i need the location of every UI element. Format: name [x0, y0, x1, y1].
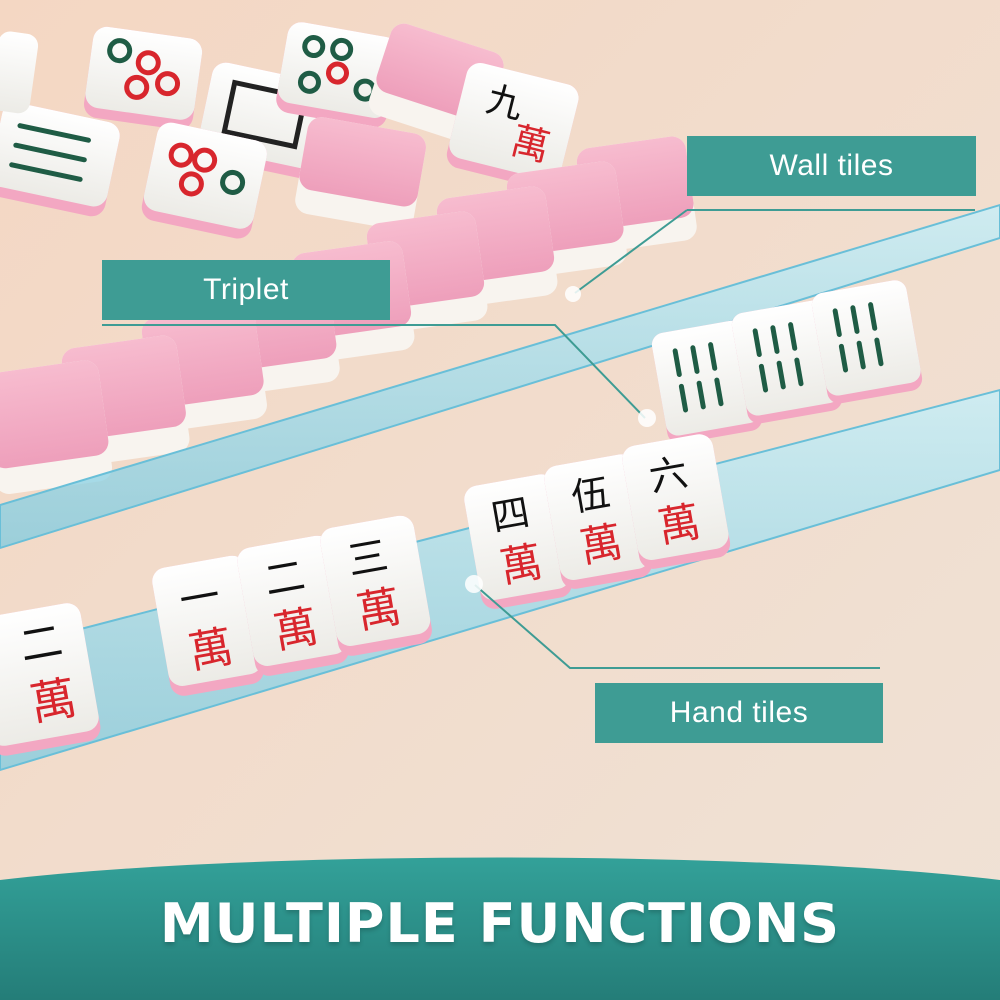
loose-tile-circles-5b — [276, 22, 399, 128]
loose-tile-circles-4 — [141, 122, 267, 239]
tile-char: 萬 — [496, 537, 546, 593]
callout-leaders — [102, 209, 975, 669]
tile-char: 四 — [488, 490, 533, 540]
tile-char: 萬 — [654, 497, 704, 553]
tile-char: 伍 — [568, 470, 613, 520]
triplet-label: Triplet — [203, 273, 289, 306]
loose-tile-pink-back — [295, 117, 426, 231]
tile-char: 萬 — [576, 517, 626, 573]
loose-tile-top-left — [0, 31, 39, 114]
loose-tile-circles-5 — [84, 26, 203, 130]
upper-rack — [0, 203, 1000, 550]
triplet-tiles — [651, 280, 923, 444]
tile-char: 萬 — [26, 670, 81, 731]
tile-char: 三 — [344, 533, 391, 585]
tile-char: 萬 — [270, 601, 322, 659]
tile-char: 萬 — [353, 581, 405, 639]
banner-band — [0, 857, 1000, 1000]
loose-tile-bamboo — [0, 102, 120, 217]
hand-tiles: 二 萬 一 萬 二 萬 三 萬 四 萬 — [0, 434, 731, 756]
tile-char: 二 — [16, 616, 66, 672]
tile-char: 二 — [261, 553, 308, 605]
hand-tiles-label: Hand tiles — [669, 696, 809, 729]
callout-dots — [465, 286, 656, 593]
loose-tiles: 九 萬 — [0, 22, 579, 239]
triplet-callout: Triplet — [102, 260, 390, 320]
wall-tiles-callout: Wall tiles — [687, 136, 976, 196]
tile-char: 萬 — [185, 621, 237, 679]
banner-title: MULTIPLE FUNCTIONS — [159, 892, 841, 955]
loose-tile-nine-wan: 九 萬 — [446, 62, 579, 190]
wall-tiles-label: Wall tiles — [769, 149, 894, 182]
tile-char: 一 — [176, 573, 223, 625]
hand-tiles-callout: Hand tiles — [595, 683, 883, 743]
tile-char: 六 — [646, 450, 691, 500]
